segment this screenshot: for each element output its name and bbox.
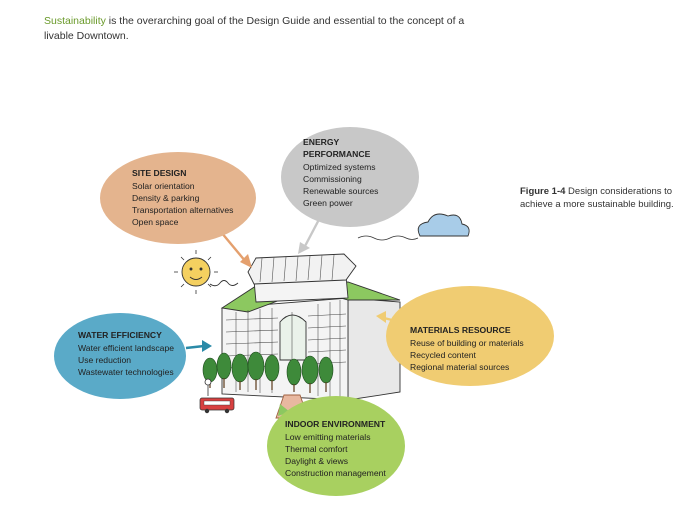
energy-item: Green power — [303, 198, 353, 208]
wind-line — [357, 235, 419, 241]
indoor-environment-item: Daylight & views — [285, 456, 348, 466]
tree — [264, 354, 280, 382]
indoor-environment-item: Low emitting materials — [285, 432, 371, 442]
tree — [247, 351, 265, 381]
water-arrow — [185, 344, 205, 350]
solar-panel-lines — [259, 254, 335, 283]
water-arrowhead — [202, 340, 212, 352]
energy-bubble: ENERGY PERFORMANCE Optimized systems Com… — [281, 127, 419, 227]
materials-resource-item: Regional material sources — [410, 362, 509, 372]
figure-caption-text: Design considerations to achieve a more … — [520, 186, 674, 210]
water-efficiency-item: Water efficient landscape — [78, 343, 174, 353]
materials-arrowhead — [376, 311, 386, 323]
energy-title-line-1: ENERGY — [303, 137, 340, 147]
water-efficiency-item: Wastewater technologies — [78, 367, 174, 377]
indoor-environment-bubble: INDOOR ENVIRONMENT Low emitting material… — [267, 396, 405, 496]
indoor-environment-item: Thermal comfort — [285, 444, 348, 454]
site-design-item: Open space — [132, 217, 179, 227]
indoor-environment-title: INDOOR ENVIRONMENT — [285, 419, 386, 429]
energy-item: Optimized systems — [303, 162, 376, 172]
tree — [301, 355, 319, 385]
energy-item: Commissioning — [303, 174, 362, 184]
energy-title-line-2: PERFORMANCE — [303, 149, 371, 159]
intro-paragraph: Sustainability is the overarching goal o… — [44, 14, 484, 44]
bus-illustration — [199, 397, 235, 414]
street-trees — [202, 351, 334, 386]
materials-resource-title: MATERIALS RESOURCE — [410, 325, 511, 335]
energy-item: Renewable sources — [303, 186, 378, 196]
materials-resource-item: Recycled content — [410, 350, 477, 360]
water-efficiency-item: Use reduction — [78, 355, 131, 365]
intro-text: is the overarching goal of the Design Gu… — [44, 15, 465, 42]
bus-stop-sign — [204, 378, 212, 396]
energy-arrowhead — [298, 242, 310, 254]
materials-resource-bubble: MATERIALS RESOURCE Reuse of building or … — [386, 286, 554, 386]
materials-resource-item: Reuse of building or materials — [410, 338, 524, 348]
tree — [318, 356, 334, 384]
site-arrowhead — [240, 254, 252, 268]
tree — [286, 358, 302, 386]
solar-roof — [247, 253, 357, 285]
indoor-environment-item: Construction management — [285, 468, 386, 478]
tree — [216, 352, 232, 380]
figure-label: Figure 1-4 — [520, 186, 566, 197]
connector-arrows — [185, 209, 401, 429]
building-illustration — [220, 253, 401, 419]
sun-illustration — [174, 250, 239, 294]
intro-highlight: Sustainability — [44, 15, 106, 27]
water-efficiency-title: WATER EFFICIENCY — [78, 330, 162, 340]
water-efficiency-bubble: WATER EFFICIENCY Water efficient landsca… — [54, 313, 186, 399]
site-design-item: Density & parking — [132, 193, 200, 203]
site-design-item: Transportation alternatives — [132, 205, 233, 215]
site-design-title: SITE DESIGN — [132, 168, 186, 178]
sun-ray-squiggle — [209, 280, 239, 287]
site-design-bubble: SITE DESIGN Solar orientation Density & … — [100, 152, 256, 244]
atrium-glass — [279, 314, 307, 361]
figure-caption: Figure 1-4 Design considerations to achi… — [520, 186, 680, 211]
site-design-item: Solar orientation — [132, 181, 195, 191]
cloud-illustration — [357, 213, 470, 241]
tree — [231, 353, 249, 383]
tree — [202, 357, 218, 383]
